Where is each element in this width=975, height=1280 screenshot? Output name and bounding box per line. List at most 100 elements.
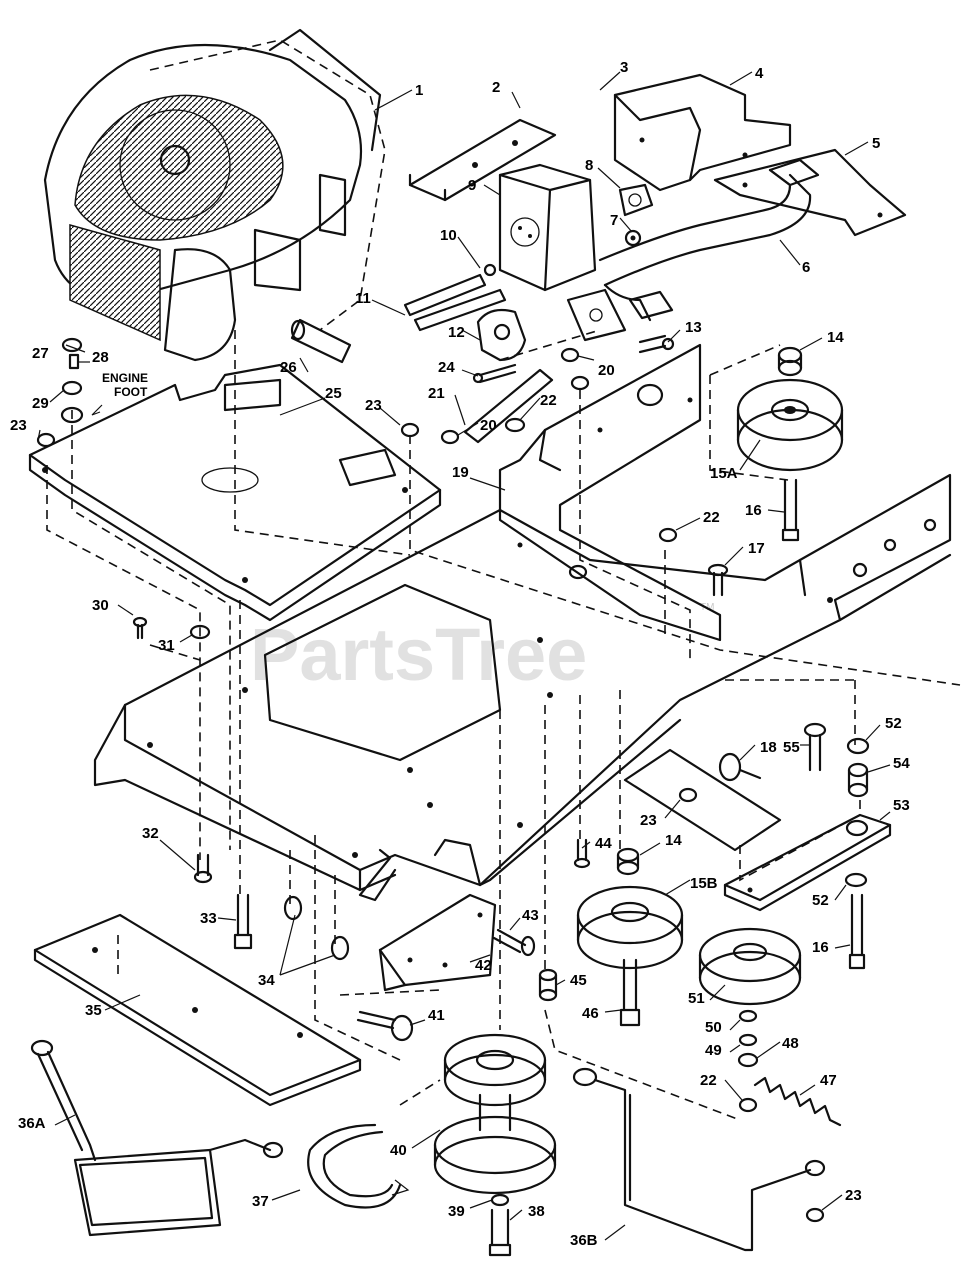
callout-52-top: 52: [885, 715, 902, 732]
callout-16-top: 16: [745, 502, 762, 519]
bolt-44[interactable]: [573, 838, 591, 869]
callout-1: 1: [415, 82, 423, 99]
callout-38: 38: [528, 1203, 545, 1220]
callout-26: 26: [280, 359, 297, 376]
callout-20-top: 20: [598, 362, 615, 379]
bolt-32[interactable]: [193, 853, 213, 884]
spacer-14-top[interactable]: [777, 346, 803, 377]
callout-32: 32: [142, 825, 159, 842]
bolt-16-bottom[interactable]: [848, 893, 866, 970]
callout-22-bottom: 22: [700, 1072, 717, 1089]
link-18[interactable]: [623, 748, 782, 852]
callout-34: 34: [258, 972, 275, 989]
callout-36a: 36A: [18, 1115, 46, 1132]
callout-35: 35: [85, 1002, 102, 1019]
callout-14-bottom: 14: [665, 832, 682, 849]
callout-42: 42: [475, 957, 492, 974]
callout-47: 47: [820, 1072, 837, 1089]
bolts-10-11[interactable]: [403, 263, 507, 332]
belt-37[interactable]: [307, 1123, 402, 1209]
nut-23-bottom[interactable]: [805, 1207, 825, 1223]
bolt-24[interactable]: [472, 363, 517, 384]
pulley-51[interactable]: [698, 927, 802, 1006]
plate-35[interactable]: [33, 913, 362, 1107]
bolt-13[interactable]: [638, 334, 675, 354]
pulley-15a[interactable]: [736, 378, 844, 472]
bolt-33[interactable]: [233, 893, 253, 950]
top-bracket-2[interactable]: [408, 118, 557, 202]
bolt-55[interactable]: [803, 722, 827, 772]
callout-18: 18: [760, 739, 777, 756]
callout-19: 19: [452, 464, 469, 481]
pulley-15b[interactable]: [576, 885, 684, 970]
screw-30[interactable]: [132, 616, 148, 640]
muffler-9[interactable]: [498, 163, 597, 292]
hardware-27-28-29[interactable]: [60, 337, 84, 424]
callout-3: 3: [620, 59, 628, 76]
nut-7[interactable]: [624, 229, 642, 247]
bolt-46[interactable]: [619, 958, 641, 1027]
arm-36a[interactable]: [30, 1039, 284, 1237]
bolt-41[interactable]: [356, 1010, 414, 1042]
callout-29: 29: [32, 395, 49, 412]
callout-23-bottom: 23: [845, 1187, 862, 1204]
callout-25: 25: [325, 385, 342, 402]
callout-4: 4: [755, 65, 764, 82]
callout-45: 45: [570, 972, 587, 989]
callout-16-bottom: 16: [812, 939, 829, 956]
spacer-45[interactable]: [538, 968, 558, 1002]
callout-54: 54: [893, 755, 910, 772]
washer-52-top[interactable]: [846, 737, 870, 755]
callout-17: 17: [748, 540, 765, 557]
nut-23-mid[interactable]: [678, 787, 698, 803]
callout-52-bottom: 52: [812, 892, 829, 909]
heat-shield-4[interactable]: [613, 73, 792, 192]
spacer-14-bottom[interactable]: [616, 847, 640, 876]
hardware-48-49-50[interactable]: [737, 1009, 759, 1068]
bracket-5[interactable]: [713, 148, 907, 237]
spacer-21[interactable]: [463, 368, 554, 444]
callout-20-bottom: 20: [480, 417, 497, 434]
callout-44: 44: [595, 835, 612, 852]
callout-33: 33: [200, 910, 217, 927]
main-frame[interactable]: [93, 473, 952, 902]
washer-31[interactable]: [189, 624, 211, 640]
spacer-26[interactable]: [290, 318, 352, 364]
callout-9: 9: [468, 177, 476, 194]
callout-51: 51: [688, 990, 705, 1007]
arm-36b[interactable]: [572, 1067, 826, 1252]
washers-34[interactable]: [283, 895, 350, 961]
callout-50: 50: [705, 1019, 722, 1036]
exhaust-pipe-6[interactable]: [566, 158, 820, 342]
callout-55: 55: [783, 739, 800, 756]
callout-39: 39: [448, 1203, 465, 1220]
nut-22-mid[interactable]: [658, 527, 678, 543]
callout-41: 41: [428, 1007, 445, 1024]
callout-24: 24: [438, 359, 455, 376]
callout-15a: 15A: [710, 465, 738, 482]
washer-52-bottom[interactable]: [844, 872, 868, 888]
bolt-17[interactable]: [707, 563, 729, 597]
callout-8: 8: [585, 157, 593, 174]
callout-23-plate: 23: [365, 397, 382, 414]
engine[interactable]: [43, 28, 386, 362]
idler-arm-53[interactable]: [723, 813, 892, 912]
bolt-16-top[interactable]: [781, 478, 800, 542]
note-engine-foot-1: ENGINE: [102, 371, 148, 385]
flange-12[interactable]: [476, 308, 527, 362]
callout-10: 10: [440, 227, 457, 244]
bolt-43[interactable]: [492, 928, 536, 957]
spacer-54[interactable]: [847, 762, 869, 798]
note-engine-foot-2: FOOT: [114, 385, 148, 399]
side-plate-19[interactable]: [498, 343, 722, 642]
callout-22-upper: 22: [540, 392, 557, 409]
bracket-42[interactable]: [378, 893, 497, 992]
nut-22-bottom[interactable]: [738, 1097, 758, 1113]
callout-27: 27: [32, 345, 49, 362]
bolt-38-washer-39[interactable]: [488, 1193, 512, 1257]
callout-48: 48: [782, 1035, 799, 1052]
gasket-8[interactable]: [618, 183, 654, 217]
pulley-40[interactable]: [433, 1033, 557, 1195]
spring-47[interactable]: [753, 1076, 842, 1127]
